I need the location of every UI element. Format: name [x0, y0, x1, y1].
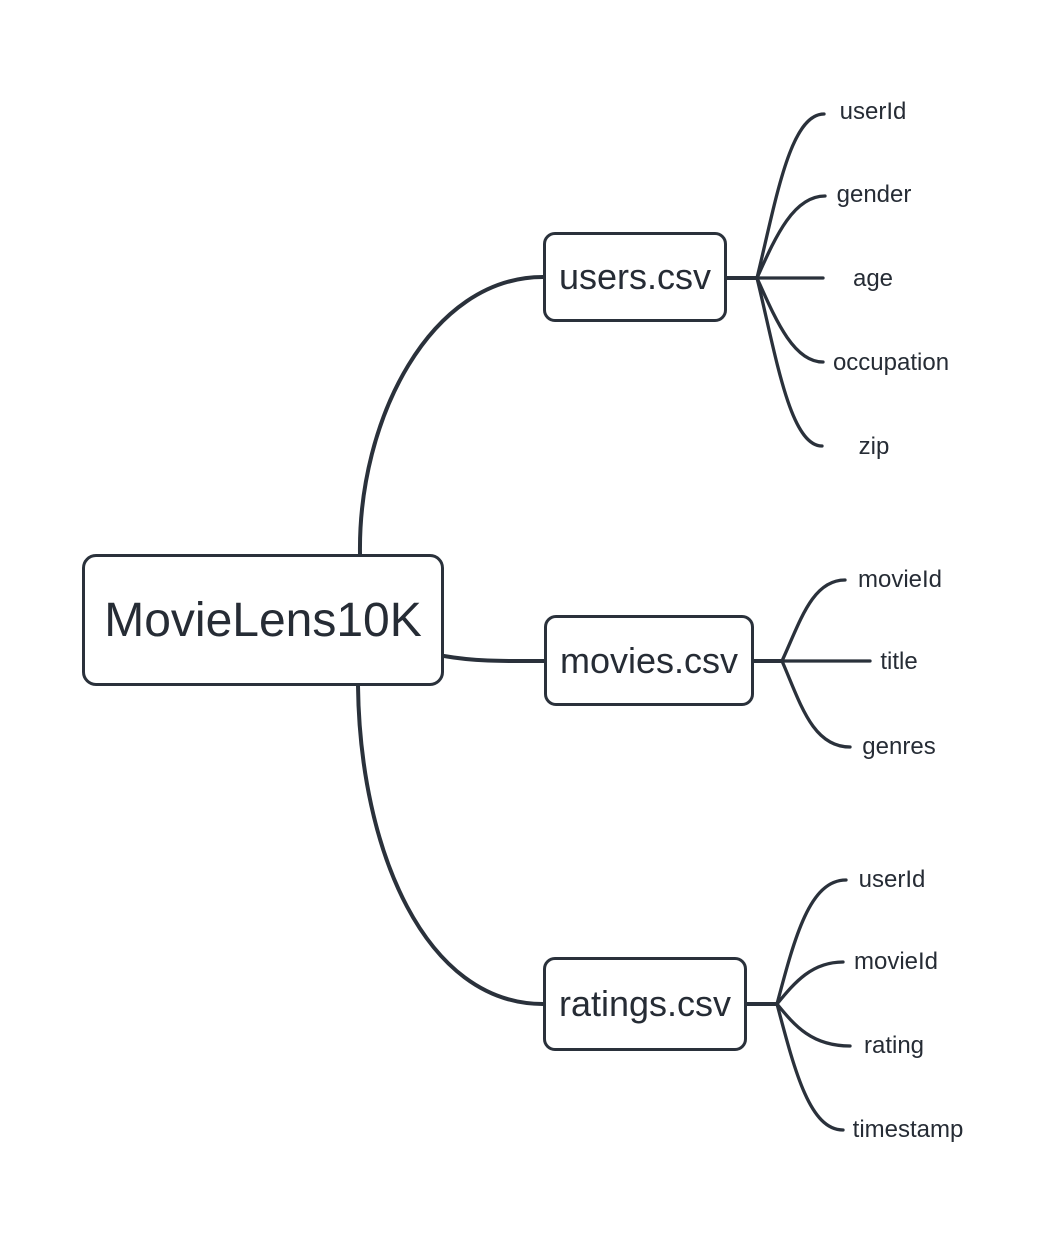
edge-users-zip: [755, 276, 824, 448]
node-movies-csv: movies.csv: [544, 615, 754, 706]
node-ratings-csv: ratings.csv: [543, 957, 747, 1051]
leaf-users-gender: gender: [836, 181, 912, 208]
node-movies-csv-label: movies.csv: [559, 639, 739, 681]
leaf-ratings-userid: userId: [858, 866, 926, 893]
leaf-ratings-rating: rating: [863, 1032, 925, 1059]
leaf-ratings-movieid: movieId: [853, 948, 939, 975]
leaf-movies-movieid: movieId: [857, 566, 943, 593]
node-root: MovieLens10K: [82, 554, 444, 686]
edge-root-ratings: [356, 684, 545, 1006]
edge-ratings-rating: [775, 1002, 852, 1048]
edge-users-occupation: [755, 276, 825, 364]
leaf-users-zip: zip: [858, 433, 890, 460]
edge-users-userid: [755, 112, 826, 280]
leaf-users-occupation: occupation: [832, 349, 950, 376]
edge-movies-movieid: [780, 578, 847, 663]
node-users-csv: users.csv: [543, 232, 727, 322]
edge-movies-genres: [780, 659, 852, 749]
edge-ratings-userid: [775, 878, 848, 1006]
edge-ratings-timestamp: [775, 1002, 845, 1132]
node-ratings-csv-label: ratings.csv: [558, 983, 732, 1024]
edge-ratings-movieid: [775, 960, 845, 1006]
edge-root-users: [357, 275, 545, 556]
edge-root-movies: [442, 654, 546, 664]
leaf-users-age: age: [852, 265, 894, 292]
node-root-label: MovieLens10K: [104, 593, 422, 647]
leaf-movies-title: title: [880, 648, 918, 675]
leaf-users-userid: userId: [839, 98, 907, 125]
node-users-csv-label: users.csv: [558, 256, 712, 297]
leaf-movies-genres: genres: [862, 733, 936, 760]
leaf-ratings-timestamp: timestamp: [852, 1116, 964, 1143]
edge-users-gender: [755, 194, 827, 280]
